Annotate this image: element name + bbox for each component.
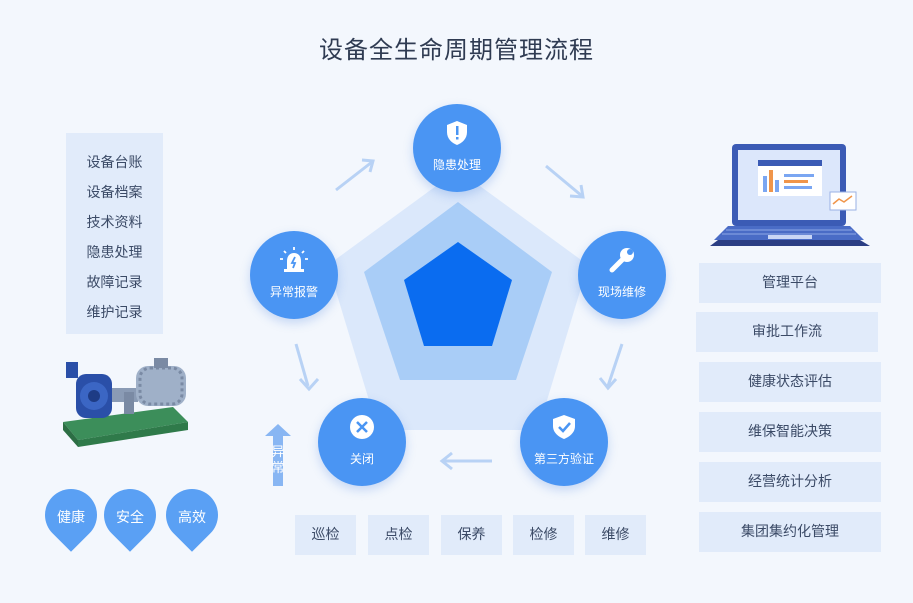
arrow-close-to-alarm bbox=[294, 343, 310, 387]
maint-item-patrol: 巡检 bbox=[295, 515, 356, 555]
node-alarm[interactable]: 异常报警 bbox=[250, 231, 338, 319]
records-panel: 设备台账 设备档案 技术资料 隐患处理 故障记录 维护记录 bbox=[66, 133, 163, 334]
capability-approval-workflow: 审批工作流 bbox=[696, 312, 878, 352]
laptop-image bbox=[710, 144, 870, 246]
capability-ops-stats: 经营统计分析 bbox=[699, 462, 881, 502]
arrow-alarm-to-hazard bbox=[335, 160, 373, 192]
node-third-party-verify[interactable]: 第三方验证 bbox=[520, 398, 608, 486]
alarm-light-icon bbox=[280, 247, 308, 272]
exception-up-arrow bbox=[265, 424, 291, 486]
node-alarm-label: 异常报警 bbox=[269, 285, 318, 299]
maint-item-spot-check: 点检 bbox=[368, 515, 429, 555]
core-pentagon bbox=[404, 242, 512, 346]
arrow-repair-to-verify bbox=[606, 343, 624, 387]
close-circle-icon bbox=[350, 415, 374, 439]
exception-arrow-label: 异常 bbox=[271, 445, 285, 476]
value-label-health: 健康 bbox=[57, 510, 85, 526]
value-label-efficiency: 高效 bbox=[178, 510, 206, 526]
maint-item-overhaul: 检修 bbox=[513, 515, 574, 555]
shield-alert-icon bbox=[447, 121, 467, 145]
node-onsite-repair[interactable]: 现场维修 bbox=[578, 231, 666, 319]
capability-smart-decision: 维保智能决策 bbox=[699, 412, 881, 452]
node-close-label: 关闭 bbox=[349, 452, 374, 466]
value-label-safety: 安全 bbox=[116, 510, 144, 526]
record-item-fault: 故障记录 bbox=[86, 275, 143, 291]
node-hazard-label: 隐患处理 bbox=[432, 158, 481, 172]
record-item-archive: 设备档案 bbox=[86, 185, 143, 201]
maint-item-upkeep: 保养 bbox=[441, 515, 502, 555]
capability-mgmt-platform: 管理平台 bbox=[699, 263, 881, 303]
page-title: 设备全生命周期管理流程 bbox=[319, 36, 594, 64]
record-item-hazard: 隐患处理 bbox=[86, 245, 143, 261]
record-item-ledger: 设备台账 bbox=[86, 155, 143, 171]
node-hazard[interactable]: 隐患处理 bbox=[413, 104, 501, 192]
record-item-tech-docs: 技术资料 bbox=[86, 215, 143, 231]
flow-arrows bbox=[294, 158, 624, 471]
wrench-icon bbox=[609, 248, 634, 273]
node-third-party-verify-label: 第三方验证 bbox=[533, 452, 594, 466]
maint-item-repair: 维修 bbox=[585, 515, 646, 555]
capability-health-eval: 健康状态评估 bbox=[699, 362, 881, 402]
node-onsite-repair-label: 现场维修 bbox=[597, 285, 646, 299]
capability-group-mgmt: 集团集约化管理 bbox=[699, 512, 881, 552]
arrow-hazard-to-repair bbox=[545, 164, 583, 198]
node-close[interactable]: 关闭 bbox=[318, 398, 406, 486]
pump-image bbox=[63, 358, 188, 447]
shield-check-icon bbox=[553, 415, 575, 439]
record-item-maintenance: 维护记录 bbox=[86, 305, 143, 321]
cycle-diagram bbox=[294, 158, 624, 471]
